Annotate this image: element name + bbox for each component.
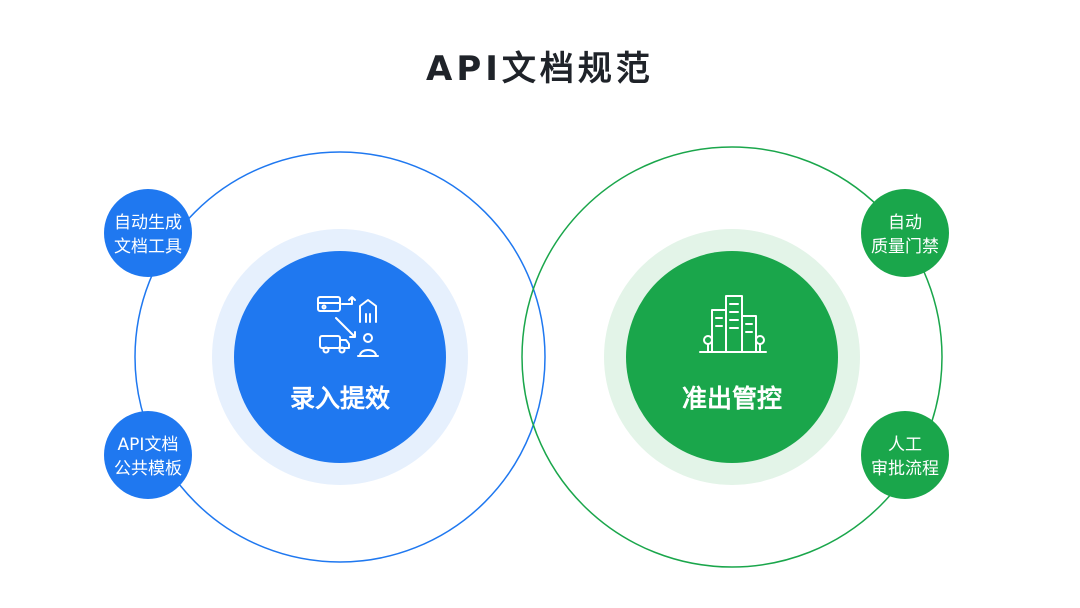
left-center-node: 录入提效: [212, 229, 468, 485]
workflow-process-icon: [317, 296, 379, 357]
right-satellite-quality-gate-line2: 质量门禁: [871, 237, 939, 257]
left-satellite-template: API文档 公共模板: [104, 411, 192, 499]
right-satellite-approval-line1: 人工: [888, 435, 922, 455]
right-satellite-approval-line2: 审批流程: [871, 459, 939, 479]
right-center-circle: [626, 251, 838, 463]
left-center-circle: [234, 251, 446, 463]
left-satellite-tools: 自动生成 文档工具: [104, 189, 192, 277]
left-satellite-template-circle: [104, 411, 192, 499]
right-satellite-approval-circle: [861, 411, 949, 499]
right-satellite-quality-gate-circle: [861, 189, 949, 277]
left-satellite-tools-circle: [104, 189, 192, 277]
right-center-label: 准出管控: [682, 384, 782, 413]
left-center-label: 录入提效: [290, 384, 390, 413]
page-title: API文档规范: [426, 49, 654, 89]
right-satellite-approval: 人工 审批流程: [861, 411, 949, 499]
left-satellite-template-line2: 公共模板: [114, 459, 182, 479]
left-orbit-ring: [134, 151, 546, 563]
right-satellite-quality-gate-line1: 自动: [888, 213, 922, 233]
right-center-node: 准出管控: [604, 229, 860, 485]
right-orbit-ring: [521, 146, 943, 568]
right-satellite-quality-gate: 自动 质量门禁: [861, 189, 949, 277]
city-buildings-icon: [699, 295, 767, 353]
left-satellite-template-line1: API文档: [118, 435, 179, 455]
left-satellite-tools-line2: 文档工具: [114, 237, 182, 257]
left-satellite-tools-line1: 自动生成: [114, 213, 182, 233]
